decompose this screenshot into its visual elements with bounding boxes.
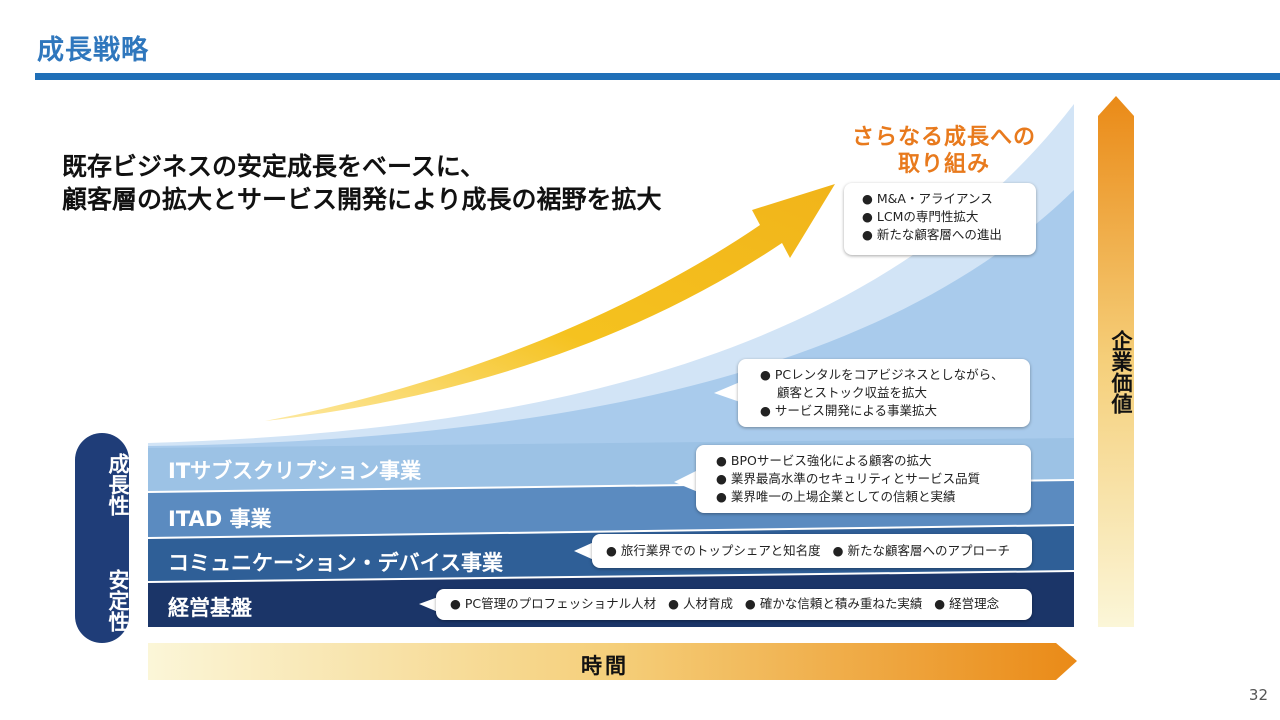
- callout-pointer-base: [419, 597, 438, 612]
- callout-item: 経営理念: [934, 596, 999, 611]
- growth-stability-pill: [75, 433, 129, 643]
- callout-itad: BPOサービス強化による顧客の拡大 業界最高水準のセキュリティとサービス品質 業…: [696, 445, 1031, 513]
- page-title: 成長戦略: [37, 35, 149, 66]
- callout-item: LCMの専門性拡大: [862, 208, 1036, 226]
- time-axis-label: 時間: [581, 654, 629, 678]
- callout-item: M&A・アライアンス: [862, 190, 1036, 208]
- callout-future-growth: M&A・アライアンス LCMの専門性拡大 新たな顧客層への進出: [844, 183, 1036, 255]
- growth-title-line-2: 取り組み: [897, 152, 990, 177]
- callout-item: 業界最高水準のセキュリティとサービス品質: [716, 470, 1031, 488]
- callout-item: PCレンタルをコアビジネスとしながら、: [760, 366, 1030, 384]
- pill-label-stability: 安定性: [106, 568, 130, 632]
- callout-pointer-comm: [574, 542, 594, 560]
- callout-pointer-itad: [674, 470, 698, 492]
- callout-item: 旅行業界でのトップシェアと知名度: [606, 543, 821, 558]
- callout-item: 確かな信頼と積み重ねた実績: [745, 596, 922, 611]
- growth-initiatives-title: さらなる成長への 取り組み: [838, 124, 1050, 178]
- callout-item-continued: 顧客とストック収益を拡大: [777, 385, 928, 400]
- growth-arrow: [265, 184, 835, 421]
- band-separator-3: [147, 570, 1075, 583]
- callout-it-subscription: PCレンタルをコアビジネスとしながら、 顧客とストック収益を拡大 サービス開発に…: [738, 359, 1030, 427]
- headline: 既存ビジネスの安定成長をベースに、 顧客層の拡大とサービス開発により成長の裾野を…: [62, 150, 662, 216]
- callout-item: 業界唯一の上場企業としての信頼と実績: [716, 488, 1031, 506]
- callout-item: 新たな顧客層へのアプローチ: [833, 543, 1010, 558]
- growth-title-line-1: さらなる成長への: [851, 125, 1036, 150]
- page-number: 32: [1248, 686, 1268, 704]
- callout-item: PC管理のプロフェッショナル人材: [450, 596, 656, 611]
- band-label-communication-device: コミュニケーション・デバイス事業: [168, 551, 503, 575]
- headline-line-2: 顧客層の拡大とサービス開発により成長の裾野を拡大: [62, 185, 662, 214]
- callout-pointer-future: [866, 250, 884, 272]
- callout-communication-device: 旅行業界でのトップシェアと知名度 新たな顧客層へのアプローチ: [592, 534, 1032, 568]
- callout-item: BPOサービス強化による顧客の拡大: [716, 452, 1031, 470]
- pill-label-growth: 成長性: [106, 452, 130, 516]
- value-axis-label: 企業価値: [1109, 330, 1133, 414]
- band-label-itad: ITAD 事業: [168, 507, 272, 531]
- callout-item: 新たな顧客層への進出: [862, 226, 1036, 244]
- value-axis-arrow: [1098, 96, 1134, 627]
- callout-item: サービス開発による事業拡大: [760, 402, 1030, 420]
- band-label-it-subscription: ITサブスクリプション事業: [168, 459, 422, 483]
- time-axis-arrow: [148, 643, 1077, 680]
- band-separator-2: [147, 524, 1075, 539]
- callout-pointer-it-sub: [714, 382, 740, 402]
- title-underline: [35, 73, 1280, 80]
- headline-line-1: 既存ビジネスの安定成長をベースに、: [62, 152, 486, 181]
- band-label-management-base: 経営基盤: [168, 596, 252, 620]
- callout-item: 人材育成: [668, 596, 733, 611]
- callout-management-base: PC管理のプロフェッショナル人材 人材育成 確かな信頼と積み重ねた実績 経営理念: [436, 589, 1032, 620]
